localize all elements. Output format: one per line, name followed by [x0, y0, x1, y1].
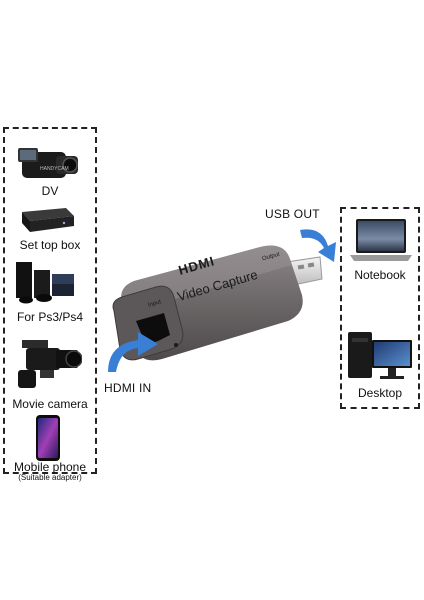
movie-camera-icon [18, 340, 82, 388]
target-devices-box [340, 207, 420, 409]
device-label-dv: DV [41, 184, 59, 198]
device-label-set-top-box: Set top box [19, 238, 81, 252]
usb-out-arrow-icon [300, 229, 336, 262]
source-devices-box [3, 127, 97, 474]
camcorder-icon: HANDYCAM [18, 148, 78, 178]
notebook-icon [350, 219, 412, 261]
mobile-phone-icon [36, 415, 60, 461]
device-label-movie-camera: Movie camera [12, 397, 88, 411]
svg-text:HANDYCAM: HANDYCAM [40, 166, 69, 172]
set-top-box-icon [22, 208, 74, 232]
video-capture-device [112, 245, 323, 361]
desktop-computer-icon [348, 332, 412, 379]
device-sublabel-adapter: (Suitable adapter) [18, 473, 82, 482]
hdmi-in-arrow-icon [108, 332, 158, 372]
device-label-notebook: Notebook [354, 268, 406, 282]
usb-out-label: USB OUT [265, 207, 320, 221]
hdmi-in-label: HDMI IN [104, 381, 152, 395]
device-label-mobile-phone: Mobile phone [13, 460, 87, 474]
device-label-ps3-ps4: For Ps3/Ps4 [16, 310, 84, 324]
game-console-icon [16, 262, 74, 304]
device-label-desktop: Desktop [357, 386, 403, 400]
